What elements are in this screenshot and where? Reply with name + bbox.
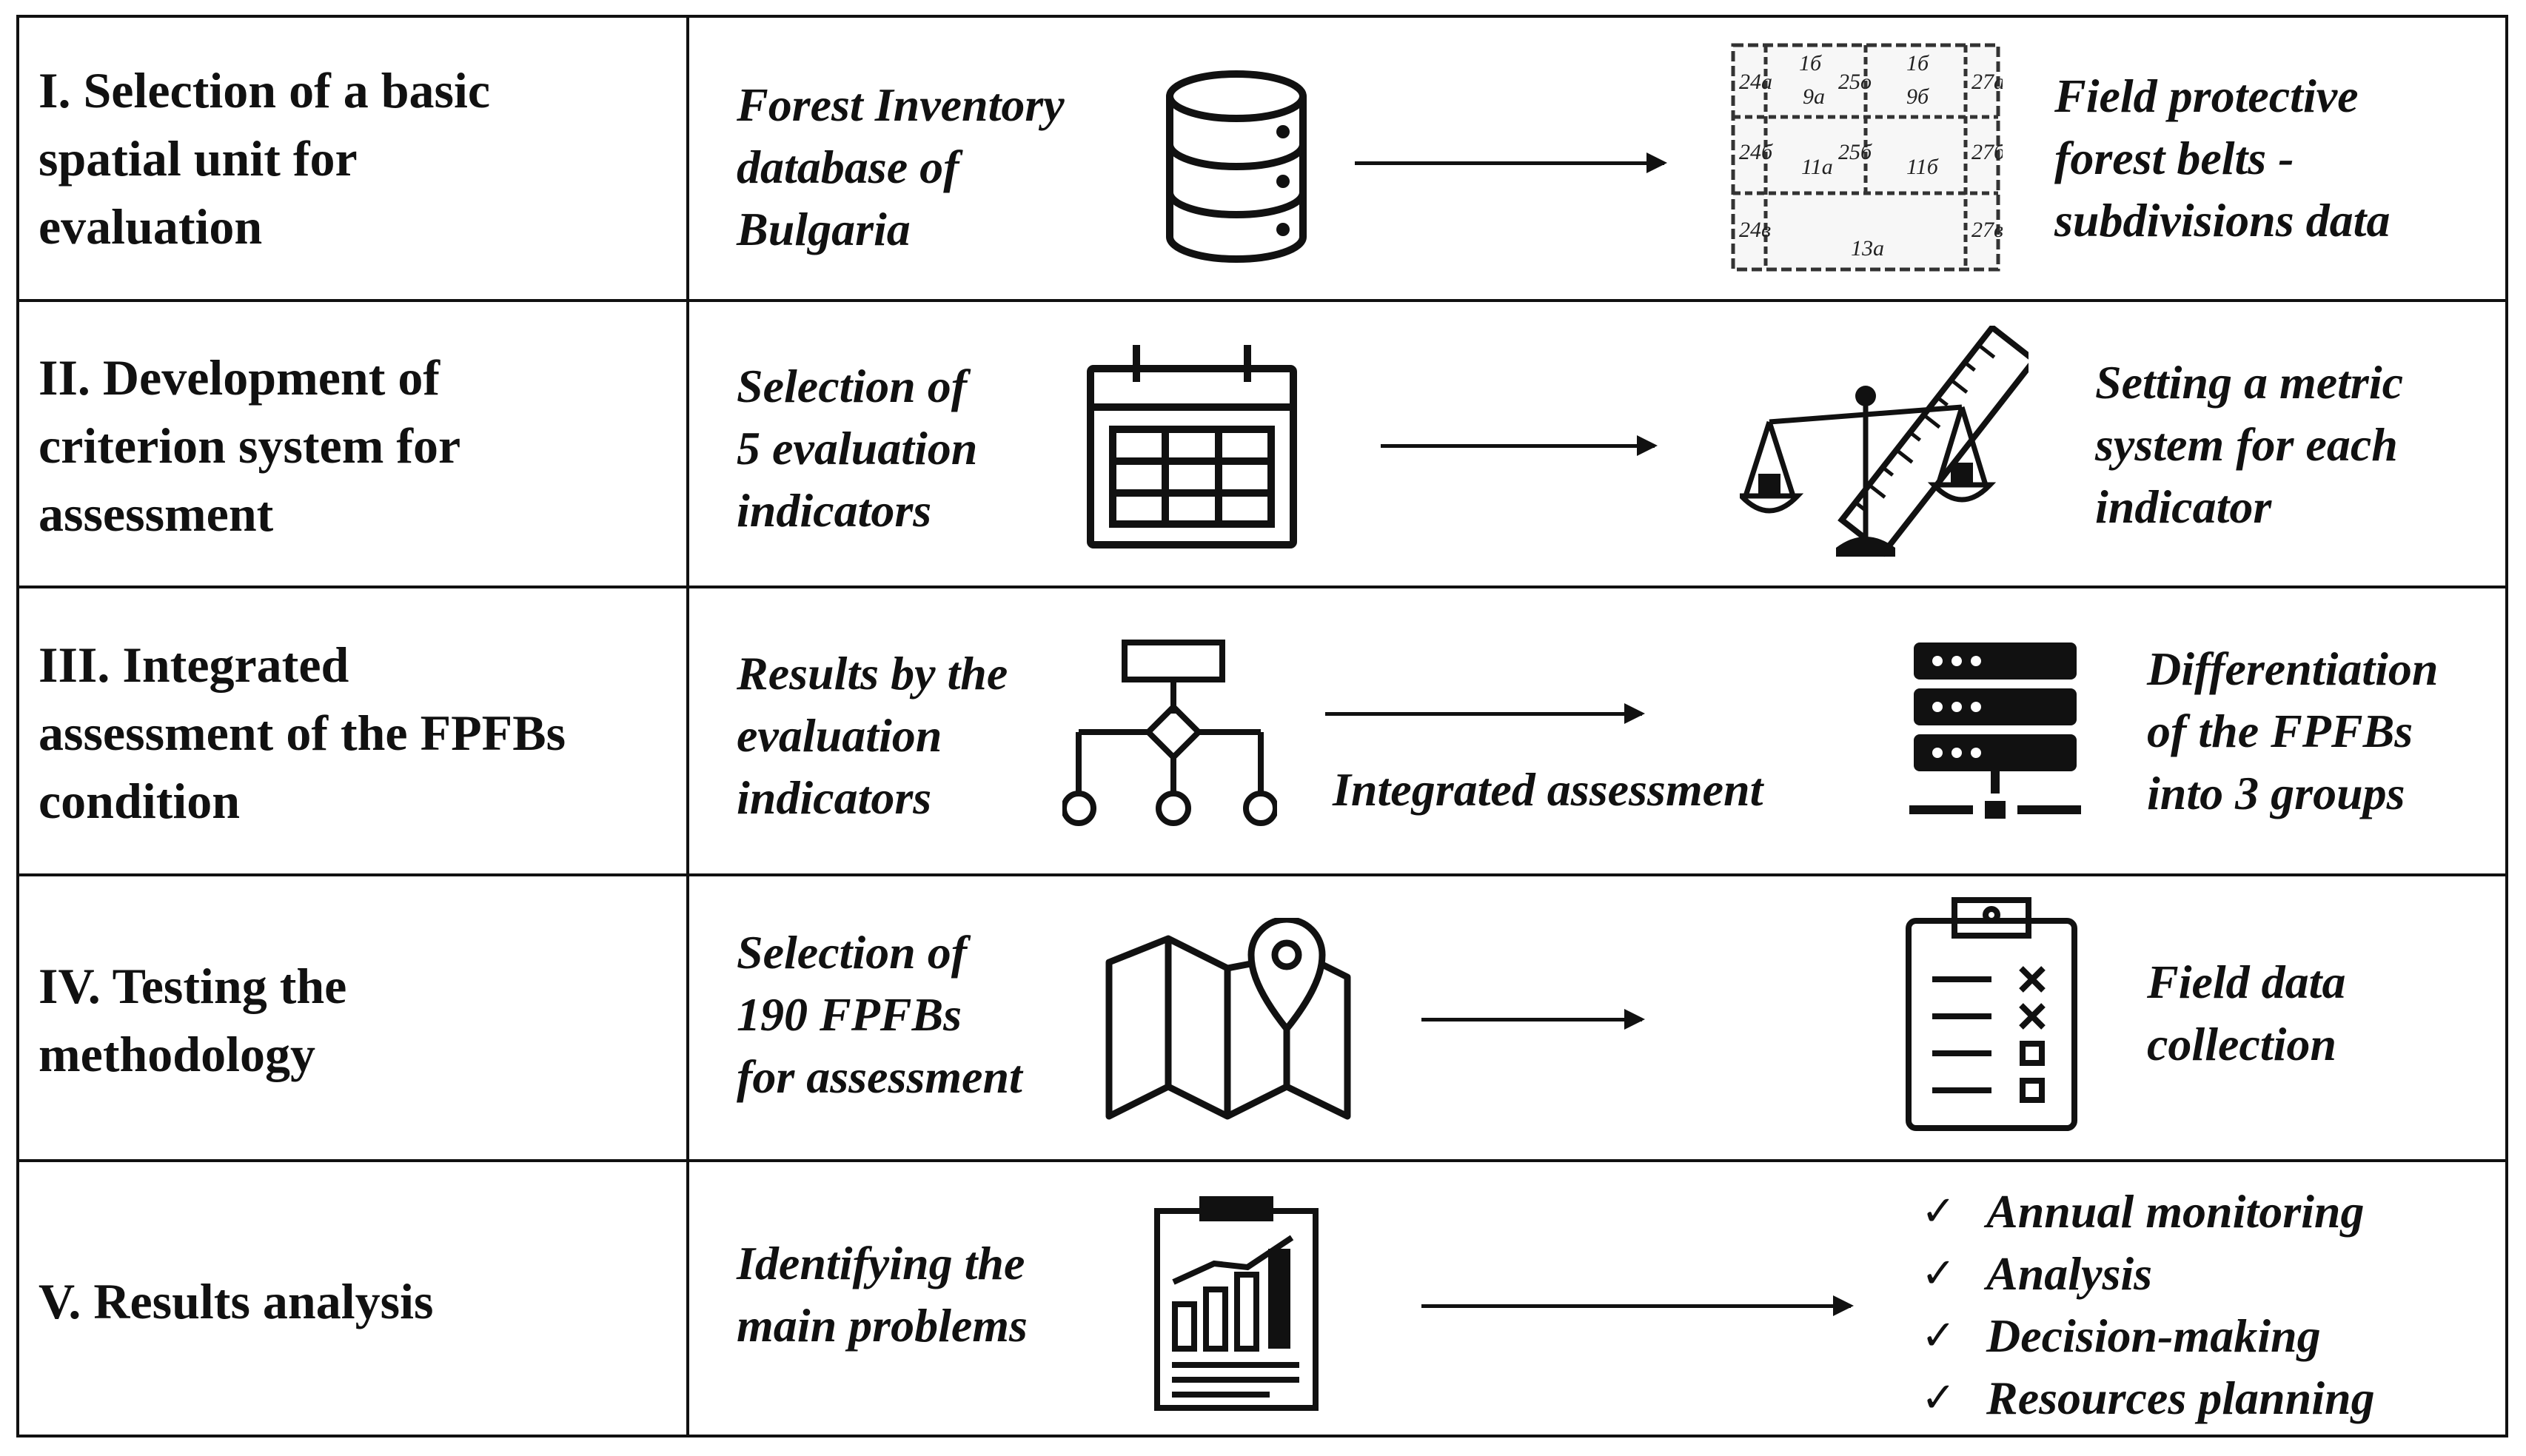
map-label: 25б xyxy=(1838,140,1872,164)
map-label: 24а xyxy=(1739,70,1772,94)
checkmark-icon: ✓ xyxy=(1921,1312,1956,1360)
server-icon xyxy=(1906,638,2084,832)
flow-arrow xyxy=(1325,703,1645,724)
checklist-item-label: Analysis xyxy=(1986,1247,2153,1300)
flow-arrow xyxy=(1355,152,1667,173)
stage-4-input-label: Selection of 190 FPFBs for assessment xyxy=(737,926,1022,1103)
integrated-assessment-label: Integrated assessment xyxy=(1333,763,1763,816)
checkmark-icon: ✓ xyxy=(1921,1249,1956,1298)
forest-map-plan-icon: 24а 1б 9а 25о 1б 9б 27а 24б 11а 25б 11б … xyxy=(1729,41,2003,274)
flow-arrow xyxy=(1421,1295,1854,1316)
stage-2-title: II. Development of criterion system for … xyxy=(38,349,461,542)
flow-arrow xyxy=(1381,435,1658,456)
stage-1-input-label: Forest Inventory database of Bulgaria xyxy=(737,78,1065,255)
map-pin-icon xyxy=(1103,918,1355,1125)
clipboard-checklist-icon xyxy=(1903,894,2080,1133)
map-label: 13а xyxy=(1851,236,1884,261)
stage-2-output-label: Setting a metric system for each indicat… xyxy=(2095,356,2403,533)
map-label: 27а xyxy=(1971,70,2003,94)
stage-1-title: I. Selection of a basic spatial unit for… xyxy=(38,62,491,255)
checklist-item-label: Annual monitoring xyxy=(1986,1185,2365,1238)
map-label: 1б xyxy=(1906,51,1929,76)
stage-3-title: III. Integrated assessment of the FPFBs … xyxy=(38,637,566,829)
calendar-grid-icon xyxy=(1085,339,1299,550)
stage-3-input-label: Results by the evaluation indicators xyxy=(737,647,1008,824)
stage-3-output-label: Differentiation of the FPFBs into 3 grou… xyxy=(2147,643,2439,819)
stage-4-title: IV. Testing the methodology xyxy=(38,958,347,1082)
row-divider xyxy=(16,873,2508,876)
stage-5-title: V. Results analysis xyxy=(38,1273,434,1329)
checklist-item-label: Decision-making xyxy=(1986,1309,2321,1362)
row-divider xyxy=(16,299,2508,302)
map-label: 25о xyxy=(1838,70,1872,94)
checkmark-icon: ✓ xyxy=(1921,1374,1956,1422)
stage-4-output-label: Field data collection xyxy=(2147,956,2346,1070)
row-divider xyxy=(16,586,2508,588)
map-label: 24в xyxy=(1739,218,1771,242)
map-label: 9б xyxy=(1906,84,1929,109)
diagram-frame xyxy=(16,15,2508,1437)
map-label: 24б xyxy=(1739,140,1773,164)
map-label: 27б xyxy=(1971,140,2003,164)
flow-arrow xyxy=(1421,1009,1645,1030)
stage-2-input-label: Selection of 5 evaluation indicators xyxy=(737,360,978,537)
column-divider xyxy=(686,15,689,1437)
map-label: 11а xyxy=(1801,155,1833,179)
checklist-item-label: Resources planning xyxy=(1986,1372,2375,1424)
row-divider xyxy=(16,1159,2508,1162)
flowchart-icon xyxy=(1062,638,1277,831)
stage-1-output-label: Field protective forest belts - subdivis… xyxy=(2054,70,2391,246)
scales-ruler-icon xyxy=(1740,326,2028,563)
map-label: 11б xyxy=(1906,155,1939,179)
map-label: 27в xyxy=(1971,218,2003,242)
map-label: 1б xyxy=(1799,51,1822,76)
checkmark-icon: ✓ xyxy=(1921,1187,1956,1235)
database-icon xyxy=(1162,67,1310,266)
stage-5-input-label: Identifying the main problems xyxy=(737,1237,1028,1352)
report-chart-icon xyxy=(1151,1193,1321,1412)
map-label: 9а xyxy=(1803,84,1825,109)
